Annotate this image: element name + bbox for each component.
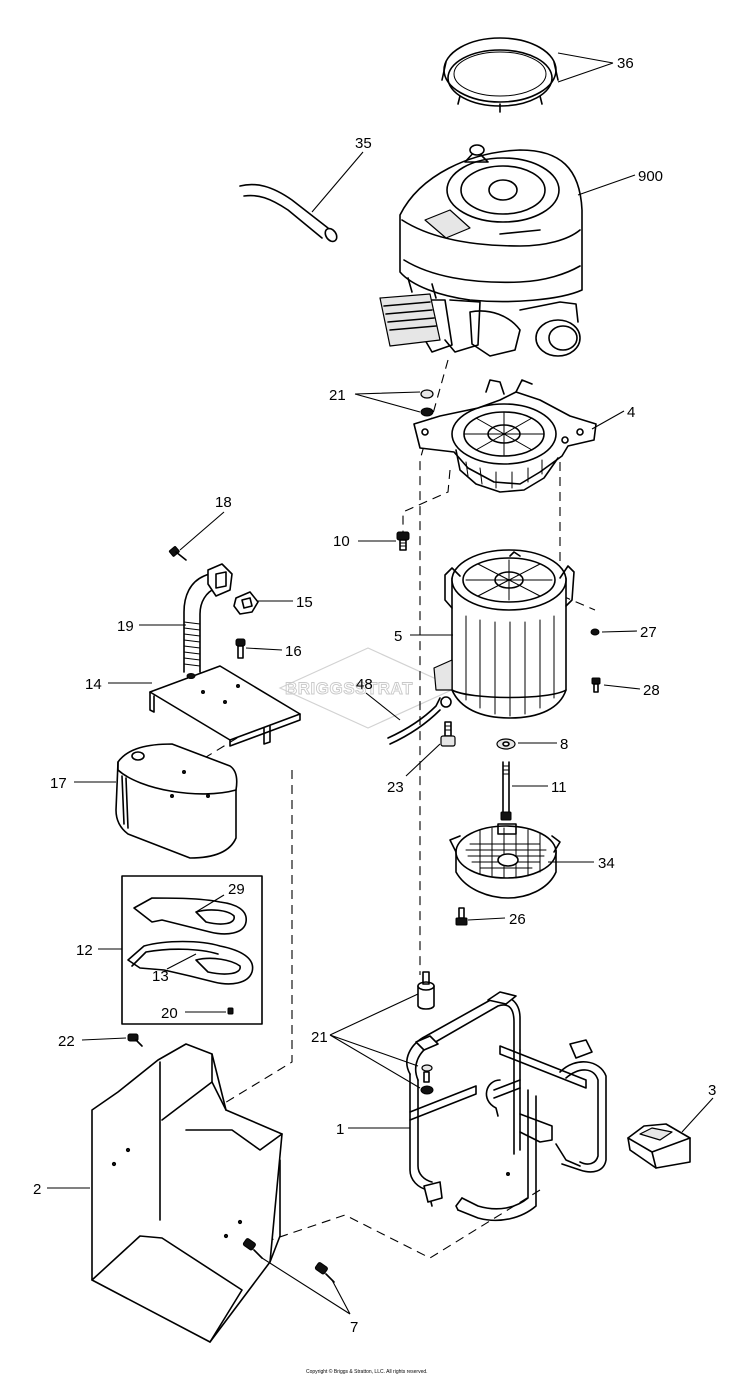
callout-20: 20 [161,1005,178,1022]
callout-22: 22 [58,1033,75,1050]
callout-27: 27 [640,624,657,641]
part-washer-27 [590,628,600,636]
callout-16: 16 [285,643,302,660]
callout-5: 5 [394,628,402,645]
callout-19: 19 [117,618,134,635]
callout-7: 7 [350,1319,358,1336]
callout-26: 26 [509,911,526,928]
callout-12: 12 [76,942,93,959]
part-exhaust-pipe-19 [183,563,233,673]
part-hose-35 [239,183,338,243]
part-screw-16 [235,638,246,659]
part-shroud-2 [91,1043,283,1343]
part-bolt-23 [440,721,456,747]
watermark-text: BRIGGSSTRAT [285,679,413,698]
part-washer-8 [496,738,516,750]
callout-28: 28 [643,682,660,699]
part-nut-washer-21-top [420,389,434,417]
part-kit-12 [121,875,263,1025]
part-gasket-15 [233,591,259,615]
part-screws-7 [242,1238,335,1283]
callout-13: 13 [152,968,169,985]
callout-35: 35 [355,135,372,152]
callout-900: 900 [638,168,663,185]
part-muffler-17 [115,743,238,859]
part-adapter-4 [413,379,597,493]
callout-18: 18 [215,494,232,511]
callout-14: 14 [85,676,102,693]
callout-21-top: 21 [329,387,346,404]
part-through-bolt-11 [500,761,512,821]
callout-4: 4 [627,404,635,421]
callout-10: 10 [333,533,350,550]
callout-2: 2 [33,1181,41,1198]
part-ring-36 [441,37,559,113]
callout-8: 8 [560,736,568,753]
callout-48: 48 [356,676,373,693]
part-screw-22 [127,1033,143,1047]
part-screw-26 [455,907,468,926]
callout-23: 23 [387,779,404,796]
callout-29: 29 [228,881,245,898]
callout-1: 1 [336,1121,344,1138]
part-wire-48 [387,696,452,745]
part-mount-21-lower [417,971,435,1095]
part-screw-28 [591,677,601,693]
callout-labels: 36 35 900 21 4 18 10 15 19 5 27 16 14 48… [33,55,716,1336]
callout-11: 11 [551,779,567,796]
callout-21-lower: 21 [311,1029,328,1046]
callout-3: 3 [708,1082,716,1099]
part-end-cover-34 [449,823,561,899]
part-engine-900 [379,144,583,357]
part-stator-5 [433,549,575,719]
part-bolt-10 [396,531,410,551]
part-screw-18 [168,546,187,561]
part-foot-3 [627,1123,691,1169]
callout-36: 36 [617,55,634,72]
copyright-text: Copyright © Briggs & Stratton, LLC. All … [306,1368,428,1375]
part-bracket-14 [149,665,301,747]
callout-17: 17 [50,775,67,792]
part-frame-1 [406,991,607,1222]
callout-34: 34 [598,855,615,872]
callout-15: 15 [296,594,313,611]
leader-lines [47,52,714,1315]
